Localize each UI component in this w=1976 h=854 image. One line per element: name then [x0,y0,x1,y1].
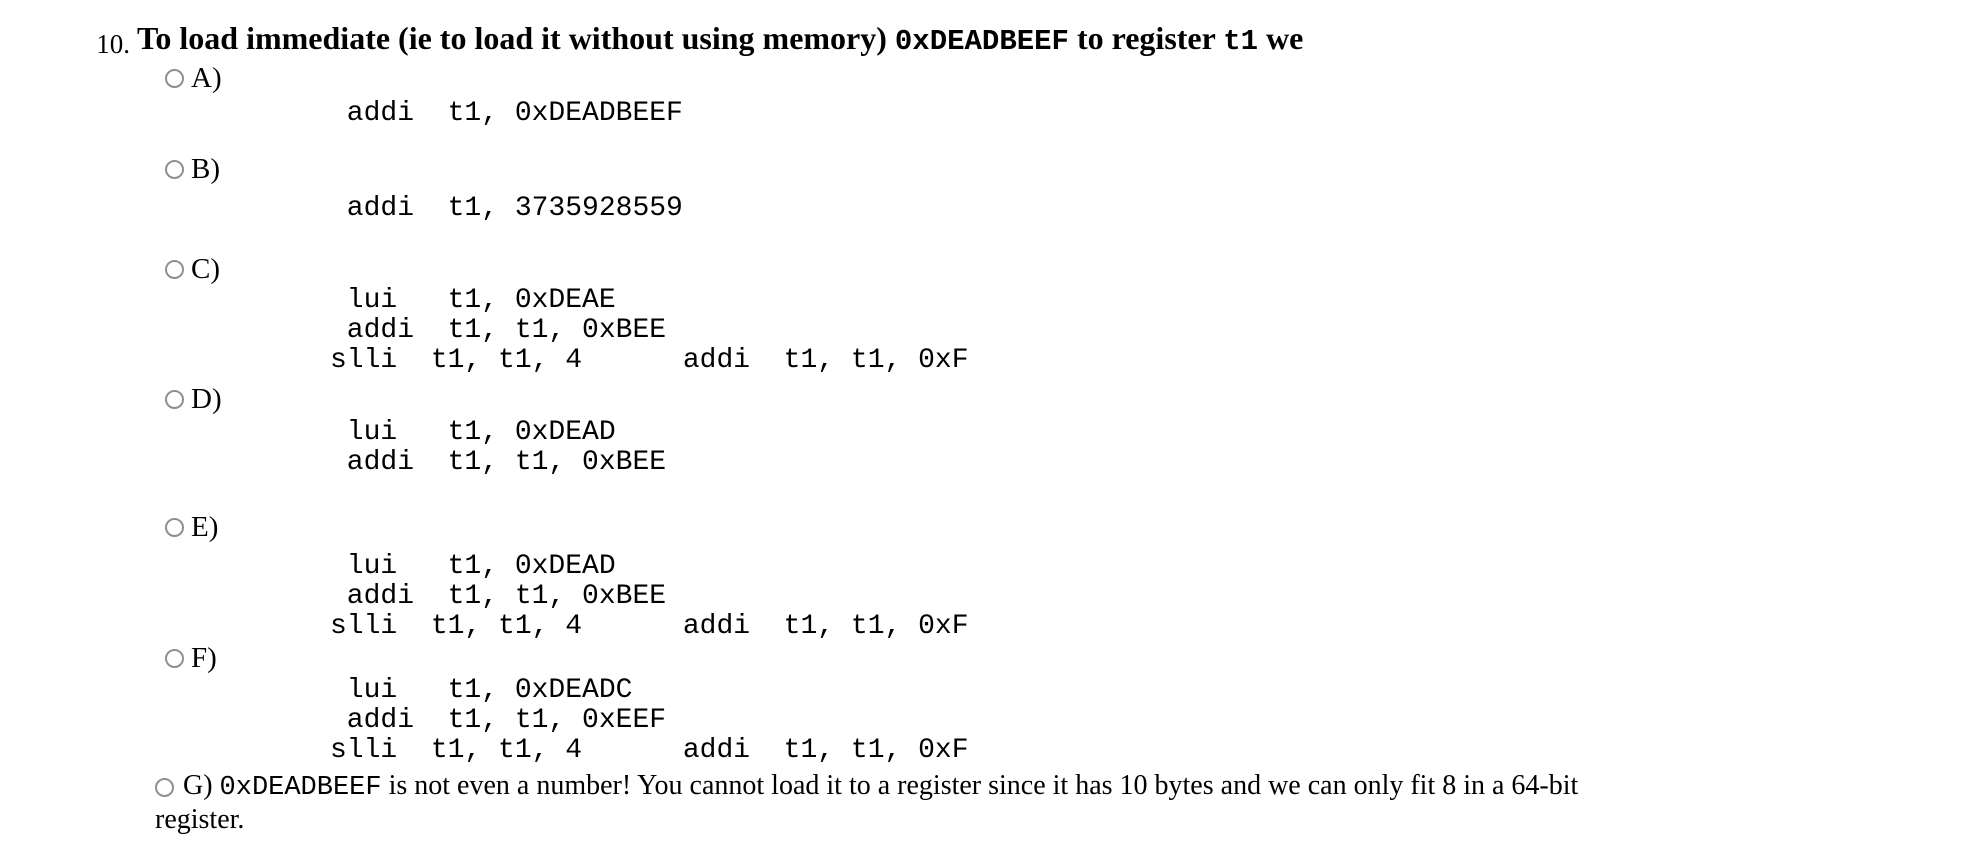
option-g-code-deadbeef: 0xDEADBEEF [219,773,382,803]
option-f-label: F) [191,642,217,674]
title-text-3: we [1258,20,1304,56]
option-b-radio[interactable] [165,159,184,179]
option-d-code: lui t1, 0xDEAD addi t1, t1, 0xBEE [346,417,667,478]
option-b-row: B) [165,153,220,185]
option-e-row: E) [165,511,219,543]
option-g-label: G) [183,770,213,801]
option-e-code: lui t1, 0xDEAD addi t1, t1, 0xBEE slli t… [330,551,969,642]
option-a-row: A) [165,62,222,94]
option-d-radio[interactable] [165,389,184,409]
option-b-label: B) [191,153,220,185]
option-f-radio[interactable] [165,648,184,668]
option-e-label: E) [191,511,219,543]
option-g-row: G) 0xDEADBEEF is not even a number! You … [155,770,1805,835]
option-c-code: lui t1, 0xDEAE addi t1, t1, 0xBEE slli t… [330,285,969,376]
option-b-code: addi t1, 3735928559 [330,193,683,224]
title-code-deadbeef: 0xDEADBEEF [894,25,1069,58]
option-f-row: F) [165,642,217,674]
title-text-1: To load immediate (ie to load it without… [137,20,895,56]
option-a-radio[interactable] [165,68,184,88]
option-e-radio[interactable] [165,517,184,537]
option-d-label: D) [191,383,222,415]
option-a-label: A) [191,62,222,94]
option-c-radio[interactable] [165,259,184,279]
title-text-2: to register [1068,20,1224,56]
option-c-label: C) [191,253,220,285]
option-c-row: C) [165,253,220,285]
option-g-text-line1: is not even a number! You cannot load it… [388,770,1579,801]
option-a-code: addi t1, 0xDEADBEEF [330,98,683,129]
option-g-radio[interactable] [155,778,174,797]
option-d-row: D) [165,383,222,415]
option-g-text-line2: register. [155,804,245,835]
question-number: 10. [96,29,130,59]
title-code-t1: t1 [1223,25,1259,58]
question-title: To load immediate (ie to load it without… [137,20,1303,60]
option-f-code: lui t1, 0xDEADC addi t1, t1, 0xEEF slli … [330,675,969,766]
